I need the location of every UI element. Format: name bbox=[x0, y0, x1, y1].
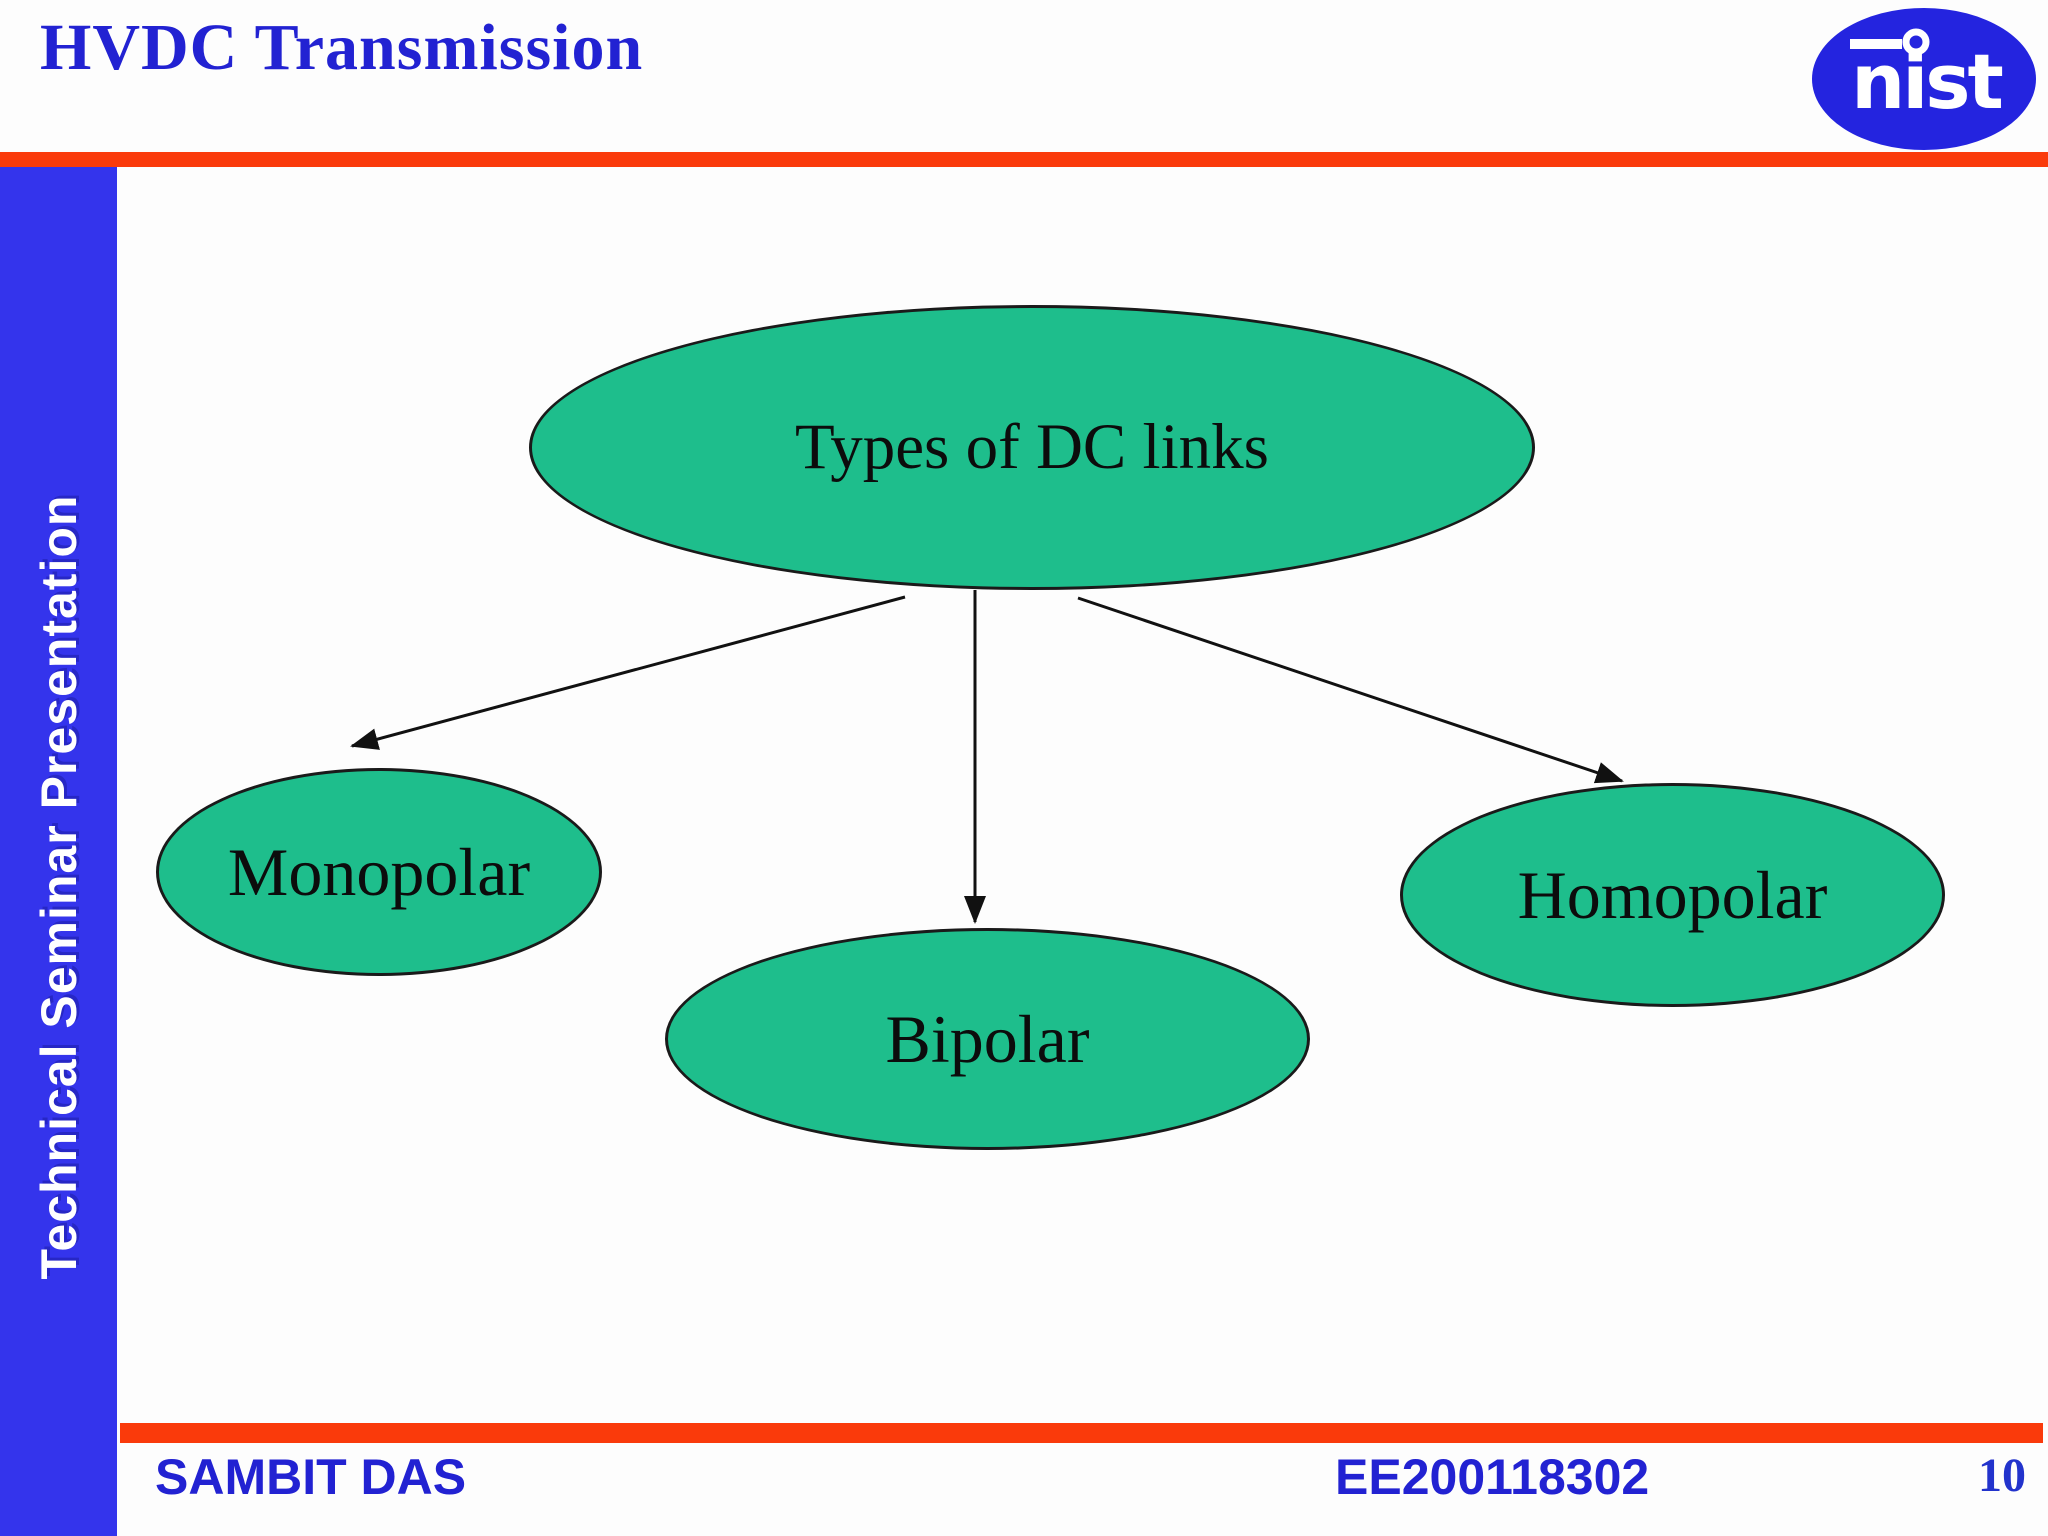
sidebar: Technical Seminar Presentation bbox=[0, 167, 117, 1536]
node-label: Bipolar bbox=[885, 1000, 1090, 1077]
page-title: HVDC Transmission bbox=[40, 11, 644, 84]
arrow-to-homopolar bbox=[1077, 596, 1624, 784]
node-label: Homopolar bbox=[1517, 856, 1828, 933]
node-label: Types of DC links bbox=[795, 411, 1269, 483]
nist-logo-svg: nist bbox=[1812, 8, 2036, 150]
logo-text: nist bbox=[1851, 37, 2002, 126]
arrow-to-monopolar bbox=[350, 595, 906, 750]
logo-i-ring bbox=[1902, 28, 1930, 56]
node-label: Monopolar bbox=[227, 833, 531, 910]
node-bipolar: Bipolar bbox=[665, 928, 1310, 1150]
page-number: 10 bbox=[1978, 1449, 2026, 1502]
node-monopolar: Monopolar bbox=[156, 768, 602, 976]
sidebar-label: Technical Seminar Presentation bbox=[30, 494, 87, 1279]
footer-author: SAMBIT DAS bbox=[155, 1449, 467, 1505]
node-types-of-dc-links: Types of DC links bbox=[529, 305, 1535, 590]
footer-course-id: EE200118302 bbox=[1335, 1449, 1650, 1505]
footer-divider bbox=[120, 1423, 2043, 1443]
logo-n-macron bbox=[1850, 39, 1902, 49]
node-homopolar: Homopolar bbox=[1400, 783, 1945, 1007]
header-divider bbox=[0, 152, 2048, 167]
nist-logo-icon: nist bbox=[1810, 6, 2038, 152]
